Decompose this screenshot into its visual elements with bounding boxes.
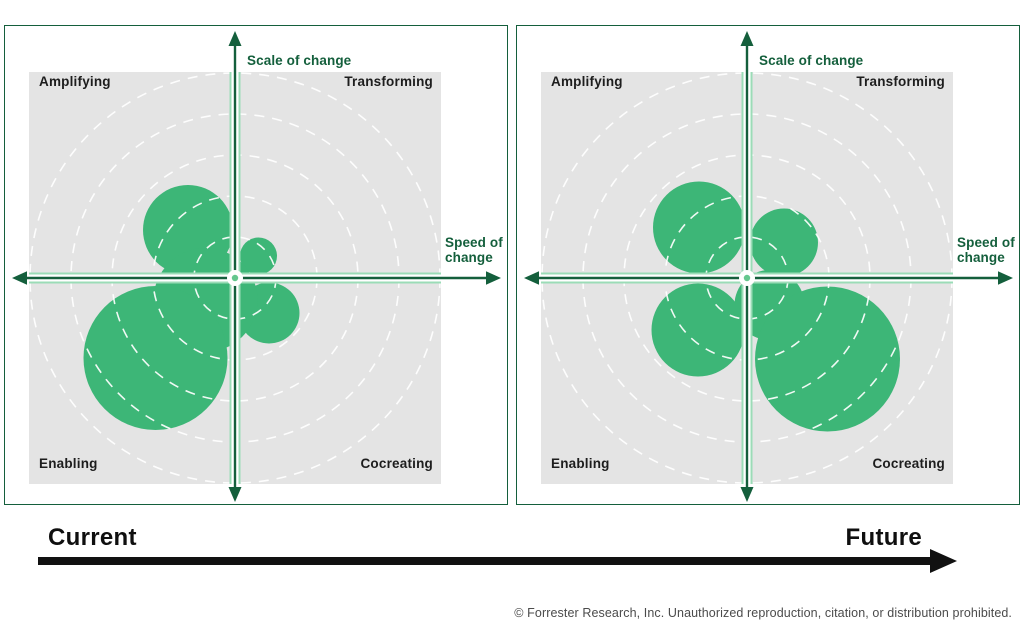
- axis-arrowhead-left-icon: [524, 271, 539, 285]
- quadrant-label-enabling: Enabling: [551, 456, 610, 471]
- data-bubble-amplifying: [653, 181, 745, 274]
- axis-arrowhead-down-icon: [228, 487, 242, 502]
- axis-arrowhead-right-icon: [486, 271, 501, 285]
- timeline-arrowhead-icon: [930, 549, 957, 573]
- quadrant-label-cocreating: Cocreating: [360, 456, 433, 471]
- speed-of-change-axis-label: Speed of change: [957, 235, 1015, 265]
- origin-dot: [231, 274, 239, 282]
- data-bubble-transforming: [240, 237, 277, 275]
- future-state-panel: Scale of change Speed of change Amplifyi…: [516, 25, 1020, 505]
- data-bubble-cocreating: [755, 286, 900, 432]
- timeline-start-label: Current: [48, 524, 137, 551]
- quadrant-label-amplifying: Amplifying: [39, 74, 111, 89]
- axis-arrowhead-down-icon: [740, 487, 754, 502]
- quadrant-label-amplifying: Amplifying: [551, 74, 623, 89]
- quadrant-label-transforming: Transforming: [856, 74, 945, 89]
- quadrant-label-cocreating: Cocreating: [872, 456, 945, 471]
- current-state-panel: Scale of change Speed of change Amplifyi…: [4, 25, 508, 505]
- scale-of-change-axis-label: Scale of change: [247, 53, 352, 68]
- data-bubble-transforming: [750, 208, 818, 277]
- axis-arrowhead-right-icon: [998, 271, 1013, 285]
- origin-dot: [743, 274, 751, 282]
- timeline-arrow-bar: [38, 557, 930, 565]
- axis-arrowhead-up-icon: [228, 31, 242, 46]
- quadrant-label-enabling: Enabling: [39, 456, 98, 471]
- quadrant-chart-current: [12, 31, 501, 502]
- axis-arrowhead-left-icon: [12, 271, 27, 285]
- axis-arrowhead-up-icon: [740, 31, 754, 46]
- timeline-end-label: Future: [845, 524, 922, 551]
- speed-of-change-axis-label: Speed of change: [445, 235, 503, 265]
- quadrant-label-transforming: Transforming: [344, 74, 433, 89]
- quadrant-chart-future: [524, 31, 1013, 502]
- scale-of-change-axis-label: Scale of change: [759, 53, 864, 68]
- copyright-notice: © Forrester Research, Inc. Unauthorized …: [514, 606, 1012, 620]
- data-bubble-enabling: [651, 283, 745, 377]
